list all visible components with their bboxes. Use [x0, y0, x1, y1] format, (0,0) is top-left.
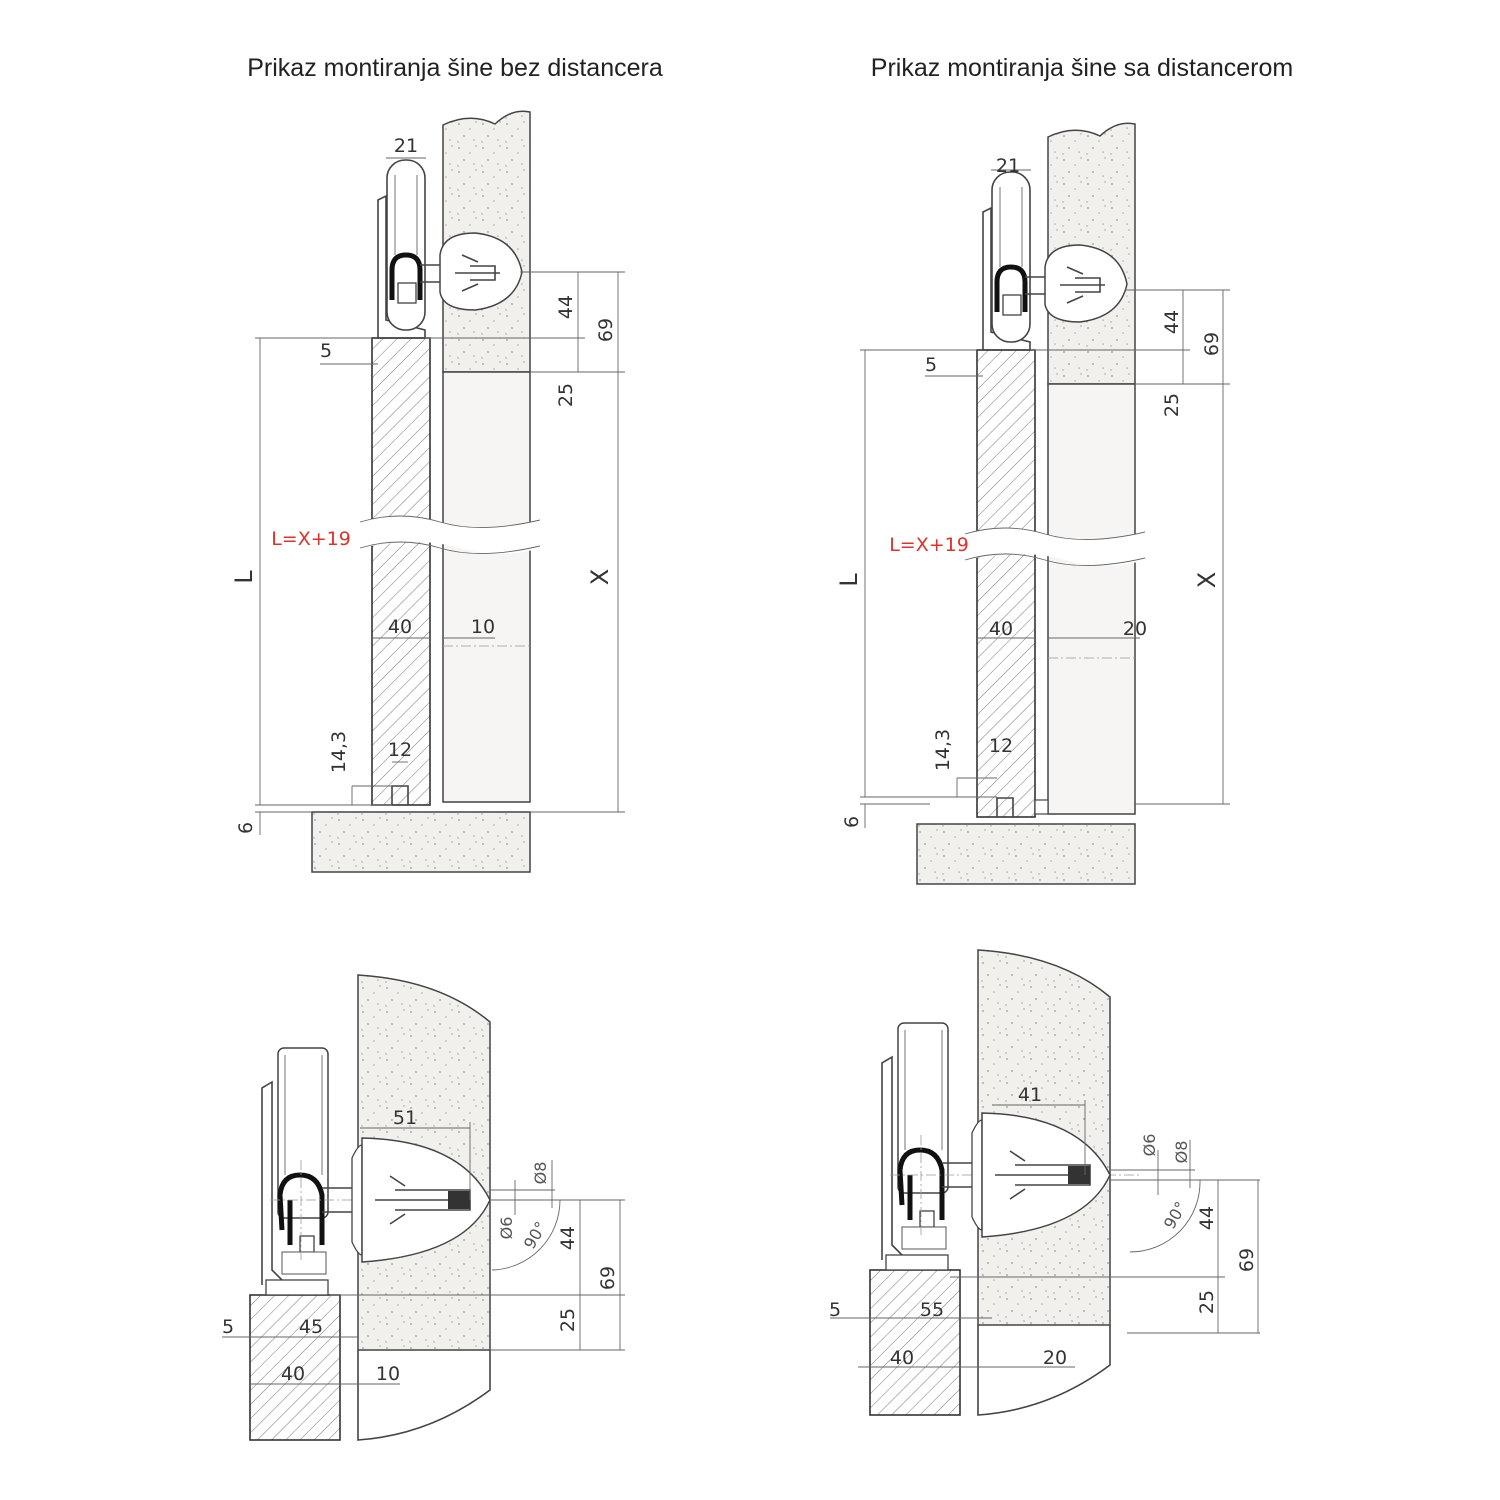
title-without-spacer: Prikaz montiranja šine bez distancera	[247, 54, 663, 82]
dimension-lines	[830, 1100, 1260, 1368]
dim-X: X	[1193, 572, 1221, 588]
dim-X: X	[586, 569, 614, 585]
dim-25: 25	[1196, 1290, 1218, 1314]
panel-top-right: 21 5 44 69 25 L=X+19 L X 40 20 14,3 12 6	[835, 123, 1230, 884]
panel-top-left: 21 5 44 69 25 L=X+19 L X 40 10 14,3 12 6	[230, 111, 625, 872]
dim-door-40: 40	[989, 618, 1013, 640]
dim-41: 41	[1018, 1084, 1042, 1106]
dim-6: 6	[841, 816, 863, 828]
dim-diameter-8: Ø8	[531, 1162, 550, 1185]
title-with-spacer: Prikaz montiranja šine sa distancerom	[871, 54, 1293, 82]
dim-angle-90: 90°	[520, 1218, 551, 1252]
dim-diameter-8: Ø8	[1172, 1141, 1191, 1164]
dim-25: 25	[1161, 393, 1183, 417]
dim-L: L	[835, 573, 863, 587]
dim-44: 44	[1161, 310, 1183, 334]
dim-wheel-width: 21	[394, 135, 418, 157]
dimension-lines	[255, 157, 625, 835]
dim-14-3: 14,3	[932, 729, 954, 771]
dim-55: 55	[920, 1299, 944, 1321]
dim-45: 45	[299, 1316, 323, 1338]
panel-bottom-right: 41 Ø6 Ø8 90° 44 69 25 5 55 40 20	[829, 950, 1260, 1415]
dim-diameter-6: Ø6	[1140, 1134, 1159, 1157]
dim-5: 5	[829, 1299, 841, 1321]
dim-44: 44	[1196, 1206, 1218, 1230]
dim-gap: 10	[376, 1363, 400, 1385]
dim-69: 69	[597, 1266, 619, 1290]
dim-angle-90: 90°	[1160, 1198, 1191, 1232]
spacer	[1034, 799, 1049, 815]
dim-25: 25	[555, 383, 577, 407]
dim-14-3: 14,3	[328, 731, 350, 773]
dim-offset-5: 5	[320, 340, 332, 362]
dim-6: 6	[235, 822, 257, 834]
dim-12: 12	[388, 739, 412, 761]
dim-offset-5: 5	[925, 354, 937, 376]
dimension-lines	[222, 1122, 625, 1385]
dim-wheel-width: 21	[996, 155, 1020, 177]
dim-12: 12	[989, 735, 1013, 757]
dim-gap: 20	[1123, 618, 1147, 640]
dim-25: 25	[557, 1308, 579, 1332]
dim-69: 69	[595, 318, 617, 342]
dim-diameter-6: Ø6	[497, 1217, 516, 1240]
dim-5: 5	[222, 1316, 234, 1338]
dim-door-40: 40	[890, 1347, 914, 1369]
dim-gap: 20	[1043, 1347, 1067, 1369]
dim-gap: 10	[471, 616, 495, 638]
dim-44: 44	[557, 1226, 579, 1250]
dim-44: 44	[555, 295, 577, 319]
formula-label: L=X+19	[889, 534, 969, 556]
dim-69: 69	[1201, 332, 1223, 356]
panel-bottom-left: 51 Ø8 Ø6 90° 44 69 25 5 45 40 10	[222, 975, 625, 1440]
dim-51: 51	[393, 1107, 417, 1129]
dim-69: 69	[1236, 1248, 1258, 1272]
dim-door-40: 40	[281, 1363, 305, 1385]
dim-door-40: 40	[388, 616, 412, 638]
formula-label: L=X+19	[271, 528, 351, 550]
dimension-lines	[860, 169, 1230, 828]
dim-L: L	[230, 570, 258, 584]
